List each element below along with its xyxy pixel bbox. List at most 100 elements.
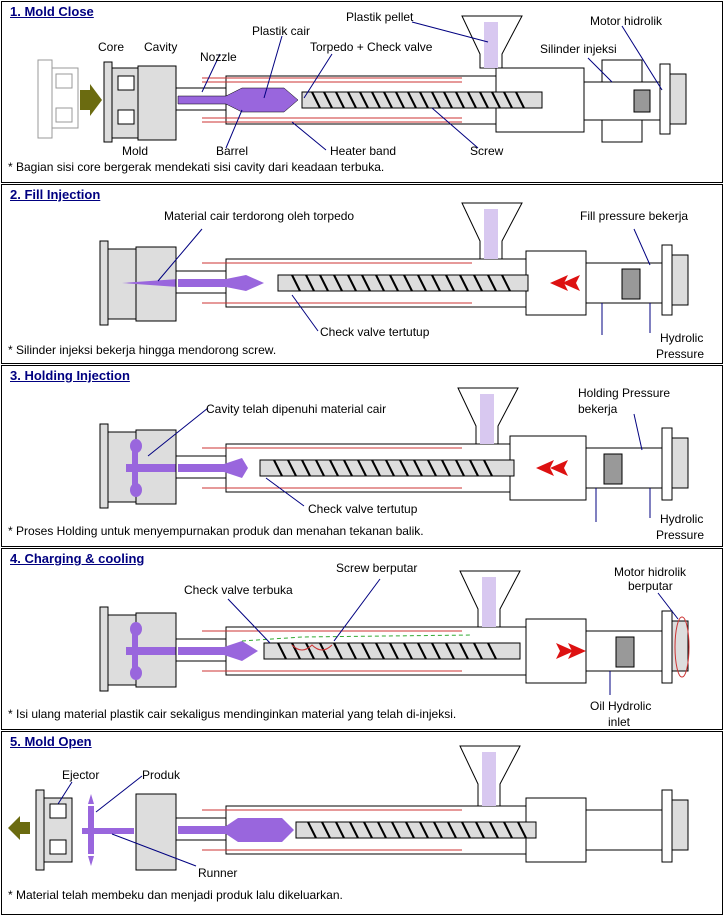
panel-charging-cooling: 4. Charging & cooling bbox=[1, 548, 723, 730]
label-hydrolic: Hydrolic bbox=[660, 331, 704, 345]
cavity bbox=[135, 793, 177, 871]
push-arrow bbox=[550, 460, 568, 476]
panel-note: * Material telah membeku dan menjadi pro… bbox=[8, 888, 343, 902]
leader-lines bbox=[201, 21, 663, 151]
panel-holding-injection: 3. Holding Injection bbox=[1, 365, 723, 547]
push-arrow bbox=[536, 460, 554, 476]
moving-platen bbox=[37, 59, 79, 139]
panel-title: 1. Mold Close bbox=[10, 4, 94, 19]
core bbox=[103, 61, 139, 143]
filled-cavity bbox=[126, 622, 178, 680]
push-arrow bbox=[562, 275, 580, 291]
pellet-column bbox=[482, 577, 496, 627]
filled-cavity bbox=[126, 439, 178, 497]
hydraulic-cylinder bbox=[583, 63, 687, 135]
core bbox=[99, 240, 137, 326]
heater-band bbox=[202, 809, 462, 851]
label-motor-hidrolik: Motor hidrolik bbox=[614, 565, 687, 579]
pellet-column bbox=[480, 394, 494, 444]
mold-close-arrow bbox=[80, 84, 102, 116]
screw-flights bbox=[311, 91, 525, 109]
leader-lines bbox=[57, 775, 197, 867]
screw-flights bbox=[291, 274, 511, 292]
hydraulic-cylinder bbox=[585, 789, 689, 863]
label-fill-pressure: Fill pressure bekerja bbox=[580, 209, 689, 223]
leader-lines bbox=[157, 228, 651, 335]
pellet-column bbox=[484, 22, 498, 68]
heater-band bbox=[202, 77, 462, 123]
panel-title: 4. Charging & cooling bbox=[10, 551, 145, 566]
machine-illustration bbox=[37, 15, 687, 151]
label-check-valve: Check valve tertutup bbox=[308, 502, 418, 516]
label-plastik-pellet: Plastik pellet bbox=[346, 10, 414, 24]
panel-note: * Proses Holding untuk menyempurnakan pr… bbox=[8, 524, 424, 538]
hydraulic-cylinder bbox=[585, 427, 689, 501]
motor-rotation-arrow bbox=[674, 616, 690, 678]
heater-band bbox=[202, 447, 462, 489]
panel-title: 5. Mold Open bbox=[10, 734, 92, 749]
label-nozzle: Nozzle bbox=[200, 50, 237, 64]
screw-flights bbox=[307, 821, 527, 839]
label-silinder-injeksi: Silinder injeksi bbox=[540, 42, 617, 56]
hydraulic-lines bbox=[601, 59, 643, 143]
label-check-valve-terbuka: Check valve terbuka bbox=[184, 583, 293, 597]
machine-illustration bbox=[99, 387, 689, 522]
label-hydrolic: Hydrolic bbox=[660, 512, 704, 526]
label-motor-hidrolik: Motor hidrolik bbox=[590, 14, 663, 28]
machine-illustration bbox=[8, 745, 689, 871]
hydraulic-cylinder bbox=[585, 244, 689, 316]
panel-title: 2. Fill Injection bbox=[10, 187, 101, 202]
mold-open-arrow bbox=[8, 816, 30, 840]
label-bekerja: bekerja bbox=[578, 402, 618, 416]
heater-band bbox=[202, 630, 462, 672]
label-berputar: berputar bbox=[628, 579, 673, 593]
panel-note: * Bagian sisi core bergerak mendekati si… bbox=[8, 160, 385, 174]
panel-fill-injection: 2. Fill Injection bbox=[1, 184, 723, 364]
plastik-cair-melt bbox=[177, 87, 299, 113]
leader-lines bbox=[147, 407, 651, 522]
panel-title: 3. Holding Injection bbox=[10, 368, 130, 383]
melt bbox=[178, 641, 258, 661]
label-check-valve: Check valve tertutup bbox=[320, 325, 430, 339]
label-oil-hydrolic: Oil Hydrolic bbox=[590, 699, 652, 713]
label-pressure: Pressure bbox=[656, 347, 705, 361]
push-arrow bbox=[550, 275, 568, 291]
label-torpedo-check-valve: Torpedo + Check valve bbox=[310, 40, 433, 54]
panel-note: * Isi ulang material plastik cair sekali… bbox=[8, 707, 457, 721]
retract-arrow bbox=[568, 643, 586, 659]
label-mold: Mold bbox=[122, 144, 149, 158]
machine-illustration bbox=[99, 570, 690, 695]
screw bbox=[263, 642, 521, 660]
melt bbox=[178, 275, 264, 291]
retract-arrow bbox=[556, 643, 574, 659]
leader-lines bbox=[227, 578, 679, 695]
label-inlet: inlet bbox=[608, 715, 631, 729]
label-produk: Produk bbox=[142, 768, 181, 782]
core bbox=[35, 789, 73, 871]
rotation-indicator bbox=[291, 644, 333, 651]
cavity bbox=[137, 65, 177, 141]
screw-flights bbox=[273, 459, 493, 477]
melt bbox=[178, 458, 248, 478]
label-cavity-dipenuhi: Cavity telah dipenuhi material cair bbox=[206, 402, 387, 416]
panel-mold-close: 1. Mold Close bbox=[1, 1, 723, 183]
label-heater-band: Heater band bbox=[330, 144, 397, 158]
pellet-column bbox=[484, 209, 498, 259]
heater-band bbox=[202, 262, 472, 304]
machine-illustration bbox=[99, 202, 689, 335]
hydraulic-cylinder bbox=[585, 610, 689, 684]
panel-mold-open: 5. Mold Open bbox=[1, 731, 723, 915]
produk bbox=[82, 794, 134, 866]
label-ejector: Ejector bbox=[62, 768, 100, 782]
screw bbox=[277, 274, 529, 292]
melt bbox=[178, 818, 294, 842]
label-screw: Screw bbox=[470, 144, 504, 158]
label-core: Core bbox=[98, 40, 125, 54]
screw bbox=[295, 821, 537, 839]
panel-note: * Silinder injeksi bekerja hingga mendor… bbox=[8, 343, 277, 357]
material-in-mold bbox=[122, 279, 178, 287]
label-plastik-cair: Plastik cair bbox=[252, 24, 311, 38]
label-screw-berputar: Screw berputar bbox=[336, 561, 418, 575]
pellet-column bbox=[482, 752, 496, 806]
